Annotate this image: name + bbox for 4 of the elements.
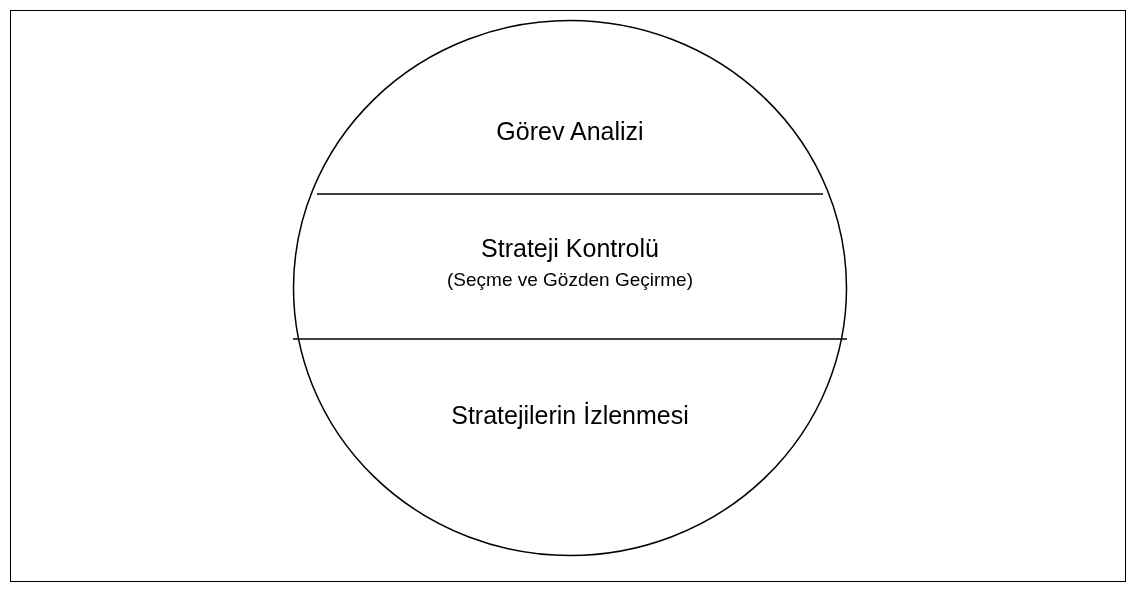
- band-subtitle: (Seçme ve Gözden Geçirme): [447, 268, 693, 291]
- band-title: Stratejilerin İzlenmesi: [451, 400, 689, 430]
- band-title: Strateji Kontrolü: [481, 233, 659, 263]
- band-title: Görev Analizi: [496, 116, 644, 146]
